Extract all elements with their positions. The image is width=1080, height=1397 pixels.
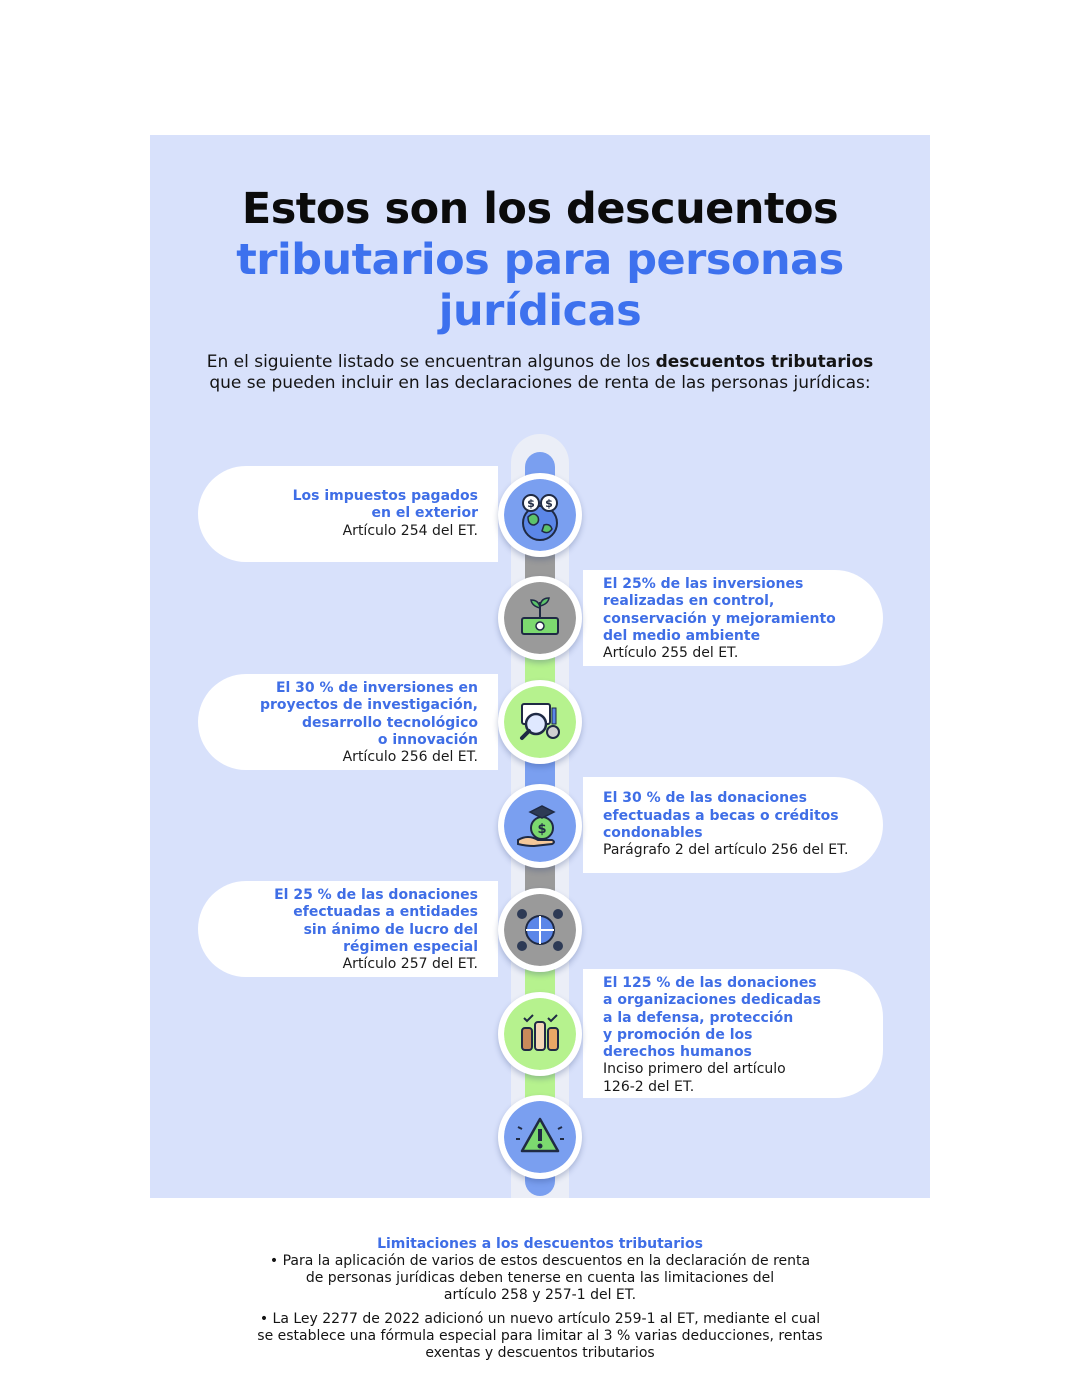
limitation-line: • La Ley 2277 de 2022 adicionó un nuevo …: [259, 1311, 821, 1327]
puzzle-people-icon: [504, 894, 576, 966]
intro-part-1: En el siguiente listado se encuentran al…: [206, 352, 656, 372]
limitation-line: • Para la aplicación de varios de estos …: [269, 1253, 811, 1269]
svg-text:$: $: [545, 497, 553, 510]
globe-money-icon: $ $: [504, 479, 576, 551]
card-highlight-line: del medio ambiente: [603, 627, 761, 644]
card-highlight-line: El 30 % de las donaciones: [603, 790, 807, 807]
card-highlight-line: efectuadas a becas o créditos: [603, 807, 839, 824]
limitation-line: exentas y descuentos tributarios: [425, 1345, 655, 1361]
card-highlight-line: proyectos de investigación,: [259, 697, 478, 714]
timeline-node: [498, 680, 582, 764]
raised-fists-icon: [504, 998, 576, 1070]
research-magnifier-icon: [504, 686, 576, 758]
card-highlight-line: derechos humanos: [603, 1044, 752, 1061]
limitation-line: artículo 258 y 257-1 del ET.: [443, 1287, 637, 1303]
limitations-bullet-1: • Para la aplicación de varios de estos …: [150, 1253, 930, 1304]
timeline-node: [498, 888, 582, 972]
card-highlight-line: a organizaciones dedicadas: [603, 992, 821, 1009]
card-highlight-line: El 30 % de inversiones en: [275, 680, 478, 696]
card-highlight-line: conservación y mejoramiento: [603, 610, 836, 627]
svg-text:$: $: [527, 497, 535, 510]
limitation-line: de personas jurídicas deben tenerse en c…: [305, 1270, 775, 1286]
card-highlight-line: en el exterior: [371, 505, 478, 522]
timeline-node: [498, 1095, 582, 1179]
timeline-node: $: [498, 784, 582, 868]
intro-part-2: que se pueden incluir en las declaracion…: [209, 373, 871, 393]
card-reference-line: Artículo 254 del ET.: [342, 522, 478, 539]
card-highlight-line: o innovación: [377, 731, 478, 748]
timeline-node: [498, 992, 582, 1076]
scholarship-money-hand-icon: $: [504, 790, 576, 862]
warning-alert-icon: [504, 1101, 576, 1173]
card-reference-line: Artículo 256 del ET.: [342, 749, 478, 766]
timeline-node: $ $: [498, 473, 582, 557]
card-highlight-line: El 125 % de las donaciones: [603, 975, 817, 991]
card-highlight-line: realizadas en control,: [603, 593, 775, 610]
plant-money-icon: [504, 582, 576, 654]
timeline-node: [498, 576, 582, 660]
title-line-3: jurídicas: [438, 286, 642, 336]
limitations-title: Limitaciones a los descuentos tributario…: [377, 1236, 703, 1252]
card-highlight-line: Los impuestos pagados: [292, 488, 478, 505]
page-title: Estos son los descuentos tributarios par…: [150, 184, 930, 337]
limitation-line: se establece una fórmula especial para l…: [257, 1328, 823, 1344]
card-reference-line: Artículo 257 del ET.: [342, 956, 478, 973]
card-highlight-line: El 25% de las inversiones: [603, 576, 804, 592]
intro-text: En el siguiente listado se encuentran al…: [150, 352, 930, 394]
limitations-bullet-2: • La Ley 2277 de 2022 adicionó un nuevo …: [150, 1311, 930, 1362]
card-highlight-line: efectuadas a entidades: [293, 904, 478, 921]
card-reference-line: Inciso primero del artículo: [603, 1061, 786, 1078]
card-reference-line: Parágrafo 2 del artículo 256 del ET.: [603, 842, 849, 859]
card-reference-line: Artículo 255 del ET.: [603, 645, 739, 662]
card-highlight-line: régimen especial: [343, 938, 478, 955]
card-highlight-line: sin ánimo de lucro del: [303, 921, 478, 938]
card-highlight-line: El 25 % de las donaciones: [274, 887, 478, 903]
title-line-2: tributarios para personas: [236, 235, 844, 285]
svg-text:$: $: [537, 822, 546, 837]
card-highlight-line: desarrollo tecnológico: [301, 714, 478, 731]
title-line-1: Estos son los descuentos: [241, 184, 839, 234]
card-highlight-line: y promoción de los: [603, 1026, 753, 1043]
intro-bold: descuentos tributarios: [655, 352, 874, 372]
card-highlight-line: condonables: [603, 824, 703, 841]
card-reference-line: 126-2 del ET.: [603, 1078, 695, 1095]
card-highlight-line: a la defensa, protección: [603, 1009, 794, 1026]
